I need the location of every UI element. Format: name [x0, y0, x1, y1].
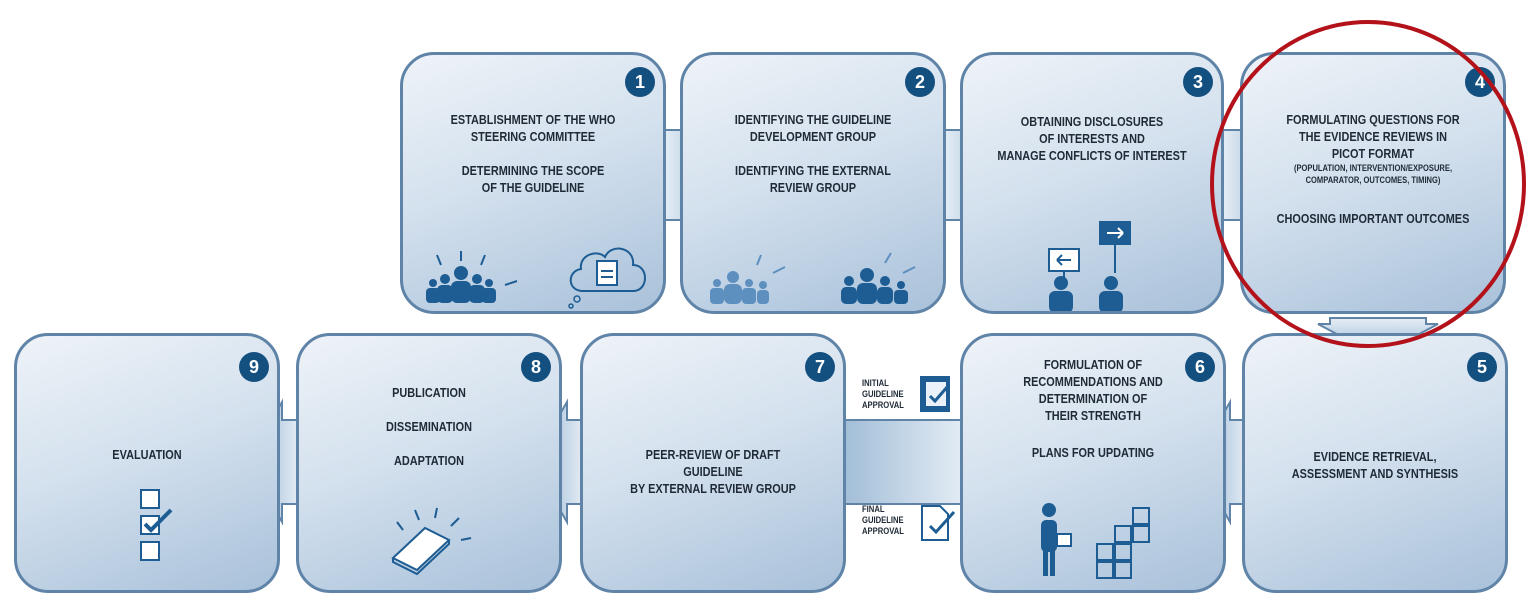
text-line: DISSEMINATION [386, 419, 472, 434]
highlight-circle [1210, 20, 1526, 348]
text-line: FINAL [862, 504, 885, 514]
step-2-box: 2 IDENTIFYING THE GUIDELINE DEVELOPMENT … [680, 52, 946, 314]
text-line: DETERMINING THE SCOPE [461, 163, 605, 178]
step-9-box: 9 EVALUATION [14, 333, 280, 593]
step-badge: 6 [1185, 352, 1215, 382]
text-line: PUBLICATION [392, 385, 466, 400]
step-7-text: PEER-REVIEW OF DRAFT GUIDELINE BY EXTERN… [612, 446, 814, 497]
text-line: EVIDENCE RETRIEVAL, [1313, 449, 1437, 464]
document-cloud-icon [568, 247, 646, 309]
step-7-box: 7 PEER-REVIEW OF DRAFT GUIDELINE BY EXTE… [580, 333, 846, 593]
checklist-icon [140, 489, 173, 561]
text-line: IDENTIFYING THE EXTERNAL [735, 163, 891, 178]
people-icon [426, 251, 518, 303]
protest-signs-icon [1048, 221, 1131, 311]
text-line: BY EXTERNAL REVIEW GROUP [630, 481, 796, 496]
text-line: EVALUATION [112, 447, 182, 462]
step-3-text: OBTAINING DISCLOSURES OF INTERESTS AND M… [992, 113, 1192, 164]
step-1-box: 1 ESTABLISHMENT OF THE WHO STEERING COMM… [400, 52, 666, 314]
initial-approval-label: INITIAL GUIDELINE APPROVAL [862, 378, 904, 411]
text-line: FORMULATION OF [1043, 357, 1143, 372]
step-1-text: ESTABLISHMENT OF THE WHO STEERING COMMIT… [432, 111, 634, 196]
text-line: THEIR STRENGTH [1045, 408, 1141, 423]
text-line: GUIDELINE [862, 515, 904, 525]
step-badge: 5 [1467, 352, 1497, 382]
step-4-box: 4 FORMULATING QUESTIONS FOR THE EVIDENCE… [1240, 52, 1506, 314]
text-line: THE EVIDENCE REVIEWS IN [1298, 129, 1448, 144]
step-badge: 8 [521, 352, 551, 382]
step-5-text: EVIDENCE RETRIEVAL, ASSESSMENT AND SYNTH… [1274, 448, 1476, 482]
text-line: STEERING COMMITTEE [470, 129, 596, 144]
text-line: OBTAINING DISCLOSURES [1020, 114, 1164, 129]
text-line: COMPARATOR, OUTCOMES, TIMING) [1305, 175, 1441, 185]
book-icon [391, 507, 472, 576]
text-line: OF INTERESTS AND [1039, 131, 1145, 146]
step-4-text: FORMULATING QUESTIONS FOR THE EVIDENCE R… [1267, 111, 1479, 227]
people-icon [710, 252, 916, 304]
text-line: DEVELOPMENT GROUP [749, 129, 877, 144]
text-line: PEER-REVIEW OF DRAFT [645, 447, 781, 462]
step-badge: 3 [1183, 67, 1213, 97]
step-badge: 1 [625, 67, 655, 97]
person-with-boxes-icon [1041, 503, 1150, 579]
text-line: PICOT FORMAT [1331, 146, 1415, 161]
step-badge: 9 [239, 352, 269, 382]
step-8-text: PUBLICATION DISSEMINATION ADAPTATION [328, 384, 530, 469]
step-6-box: 6 FORMULATION OF RECOMMENDATIONS AND DET… [960, 333, 1226, 593]
text-line: ADAPTATION [394, 453, 464, 468]
text-line: INITIAL [862, 378, 889, 388]
text-line: DETERMINATION OF [1038, 391, 1148, 406]
text-line: CHOOSING IMPORTANT OUTCOMES [1276, 211, 1470, 226]
text-line: PLANS FOR UPDATING [1031, 445, 1155, 460]
text-line: REVIEW GROUP [769, 180, 857, 195]
step-badge: 7 [805, 352, 835, 382]
text-line: ESTABLISHMENT OF THE WHO [450, 112, 616, 127]
text-line: GUIDELINE [862, 389, 904, 399]
text-line: (POPULATION, INTERVENTION/EXPOSURE, [1293, 163, 1453, 173]
text-line: GUIDELINE [683, 464, 743, 479]
text-line: OF THE GUIDELINE [481, 180, 585, 195]
text-line: MANAGE CONFLICTS OF INTEREST [997, 148, 1187, 163]
step-9-text: EVALUATION [46, 446, 248, 463]
text-line: IDENTIFYING THE GUIDELINE [734, 112, 892, 127]
text-line: RECOMMENDATIONS AND [1023, 374, 1163, 389]
step-5-box: 5 EVIDENCE RETRIEVAL, ASSESSMENT AND SYN… [1242, 333, 1508, 593]
step-2-text: IDENTIFYING THE GUIDELINE DEVELOPMENT GR… [712, 111, 914, 196]
text-line: APPROVAL [862, 400, 904, 410]
step-6-text: FORMULATION OF RECOMMENDATIONS AND DETER… [992, 356, 1194, 461]
final-approval-label: FINAL GUIDELINE APPROVAL [862, 504, 904, 537]
step-3-box: 3 OBTAINING DISCLOSURES OF INTERESTS AND… [960, 52, 1224, 314]
text-line: FORMULATING QUESTIONS FOR [1286, 112, 1460, 127]
approval-document-icon [921, 505, 956, 541]
text-line: ASSESSMENT AND SYNTHESIS [1291, 466, 1459, 481]
step-8-box: 8 PUBLICATION DISSEMINATION ADAPTATION [296, 333, 562, 593]
approval-document-icon [920, 376, 950, 412]
text-line: APPROVAL [862, 526, 904, 536]
step-badge: 2 [905, 67, 935, 97]
